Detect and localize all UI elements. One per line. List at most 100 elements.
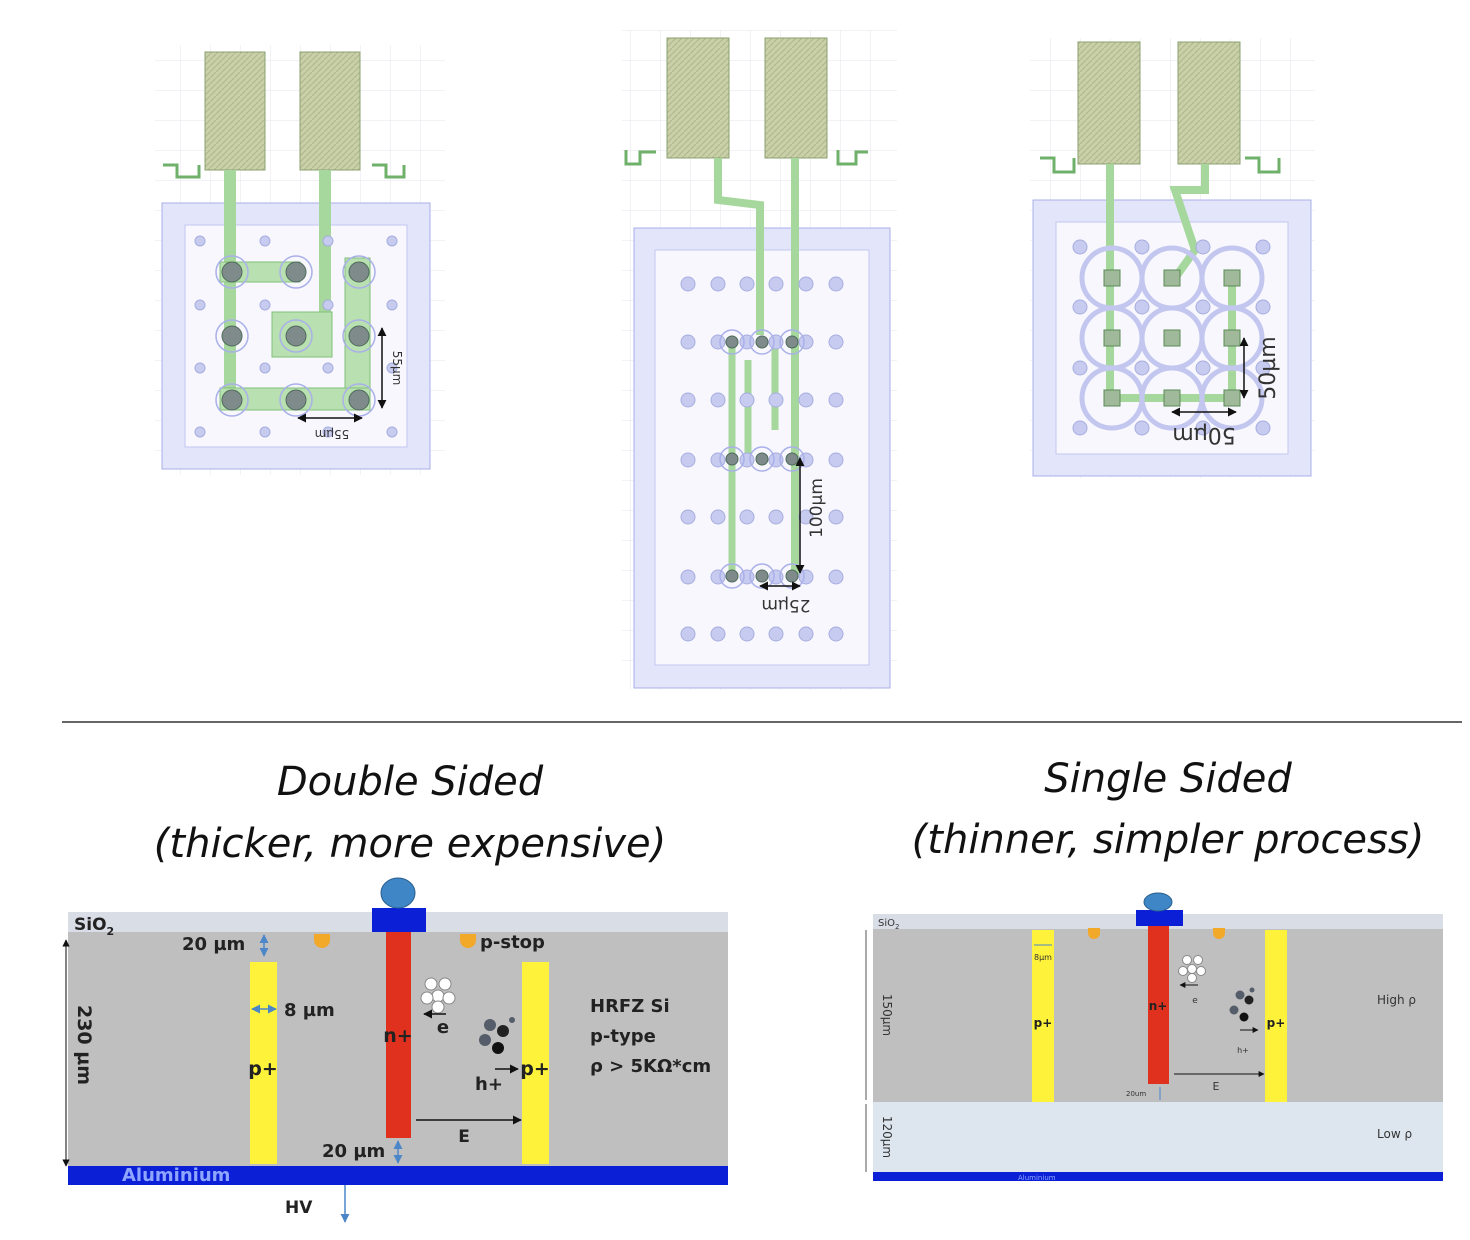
bias-electrode <box>828 626 844 642</box>
bias-electrode <box>1134 299 1150 315</box>
alignment-mark <box>624 150 656 166</box>
bias-electrode <box>828 452 844 468</box>
bias-electrode <box>1255 299 1271 315</box>
column-electrode <box>1223 389 1241 407</box>
field-label: E <box>458 1127 470 1147</box>
bias-electrode <box>1134 420 1150 436</box>
double-sided-subtitle: (thicker, more expensive) <box>154 821 666 867</box>
electrode-halo <box>279 319 313 353</box>
bias-electrode <box>194 235 206 247</box>
hole-cluster <box>479 1017 515 1054</box>
bias-electrode <box>798 569 814 585</box>
column-electrode <box>1163 329 1181 347</box>
hv-label: HV <box>285 1198 313 1218</box>
pstop-implant <box>1213 928 1225 939</box>
electrode-array <box>194 235 398 438</box>
dimension-label-horizontal: 50µm <box>1172 422 1235 447</box>
bias-electrode <box>680 452 696 468</box>
bias-electrode <box>739 509 755 525</box>
bias-electrode <box>1072 420 1088 436</box>
column-electrode <box>348 325 370 347</box>
bump-pad <box>372 908 426 932</box>
dimension-label-vertical: 55µm <box>390 351 404 386</box>
bias-electrode <box>828 276 844 292</box>
column-electrode <box>1103 329 1121 347</box>
n-plus-label: n+ <box>1149 999 1168 1013</box>
sio2-label: SiO2 <box>878 918 899 931</box>
column-electrode <box>1223 269 1241 287</box>
pstop-implant <box>460 934 476 948</box>
bias-electrode <box>1255 420 1271 436</box>
bias-electrode <box>710 626 726 642</box>
column-electrode <box>348 389 370 411</box>
single-sided-panel: Single Sided (thinner, simpler process) … <box>865 756 1443 1182</box>
column-electrode <box>725 569 739 583</box>
bias-electrode <box>322 426 334 438</box>
electrode-halo <box>719 329 745 355</box>
p-plus-electrode-left <box>250 962 277 1164</box>
bias-electrode <box>259 235 271 247</box>
bias-electrode <box>739 392 755 408</box>
bias-electrode <box>259 426 271 438</box>
alignment-mark <box>836 150 868 166</box>
electrode-halo <box>749 446 775 472</box>
column-electrode <box>755 569 769 583</box>
bias-electrode <box>828 509 844 525</box>
bias-electrode <box>798 334 814 350</box>
bond-pad-right <box>299 51 361 171</box>
column-electrode <box>785 335 799 349</box>
pixel-layout-left: 55µm 55µm <box>155 45 445 475</box>
top-gap-label: 20 µm <box>182 934 245 955</box>
bottom-gap-label: 20 µm <box>322 1141 385 1162</box>
bias-electrode <box>798 392 814 408</box>
material-line-2: p-type <box>590 1026 656 1047</box>
electrode-halo <box>342 255 376 289</box>
bond-pad-left <box>1077 41 1141 165</box>
electrode-halo <box>719 446 745 472</box>
solder-bump <box>380 877 416 909</box>
bias-electrode <box>386 235 398 247</box>
bias-electrode <box>768 392 784 408</box>
high-rho-label: High ρ <box>1377 993 1416 1007</box>
single-sided-title: Single Sided <box>1044 756 1292 802</box>
bias-electrode <box>1072 299 1088 315</box>
aluminium-layer <box>873 1172 1443 1181</box>
aluminium-layer <box>68 1166 728 1185</box>
electrode-halo <box>749 329 775 355</box>
pixel-ring <box>1199 365 1265 431</box>
pstop-implant <box>314 934 330 948</box>
bias-electrode <box>798 276 814 292</box>
bump-pad <box>1136 910 1183 926</box>
bias-electrode <box>386 362 398 374</box>
hole-label: h+ <box>1237 1046 1249 1055</box>
bias-electrode <box>1072 239 1088 255</box>
bias-electrode <box>710 452 726 468</box>
column-electrode <box>1163 269 1181 287</box>
bias-electrode <box>798 452 814 468</box>
column-electrode <box>755 335 769 349</box>
n-plus-electrode <box>1148 926 1169 1084</box>
bias-electrode <box>1134 239 1150 255</box>
column-electrode <box>785 452 799 466</box>
column-electrode <box>221 389 243 411</box>
width-label: 8µm <box>1034 953 1052 962</box>
bias-electrode <box>1255 239 1271 255</box>
bias-electrode <box>680 392 696 408</box>
column-electrode <box>221 325 243 347</box>
bias-electrode <box>739 276 755 292</box>
bond-pad-left <box>666 37 730 159</box>
sio2-label: SiO2 <box>74 915 114 938</box>
bias-electrode <box>768 334 784 350</box>
hole-cluster <box>1229 987 1255 1022</box>
bias-electrode <box>828 392 844 408</box>
p-plus-label-right: p+ <box>1267 1016 1286 1030</box>
bias-electrode <box>768 276 784 292</box>
low-rho-label: Low ρ <box>1377 1127 1412 1141</box>
bias-electrode <box>828 569 844 585</box>
p-plus-electrode-right <box>522 962 549 1164</box>
electrode-halo <box>342 319 376 353</box>
bias-electrode <box>739 626 755 642</box>
p-plus-label-right: p+ <box>520 1058 550 1080</box>
bias-electrode <box>1134 360 1150 376</box>
bias-electrode <box>680 334 696 350</box>
